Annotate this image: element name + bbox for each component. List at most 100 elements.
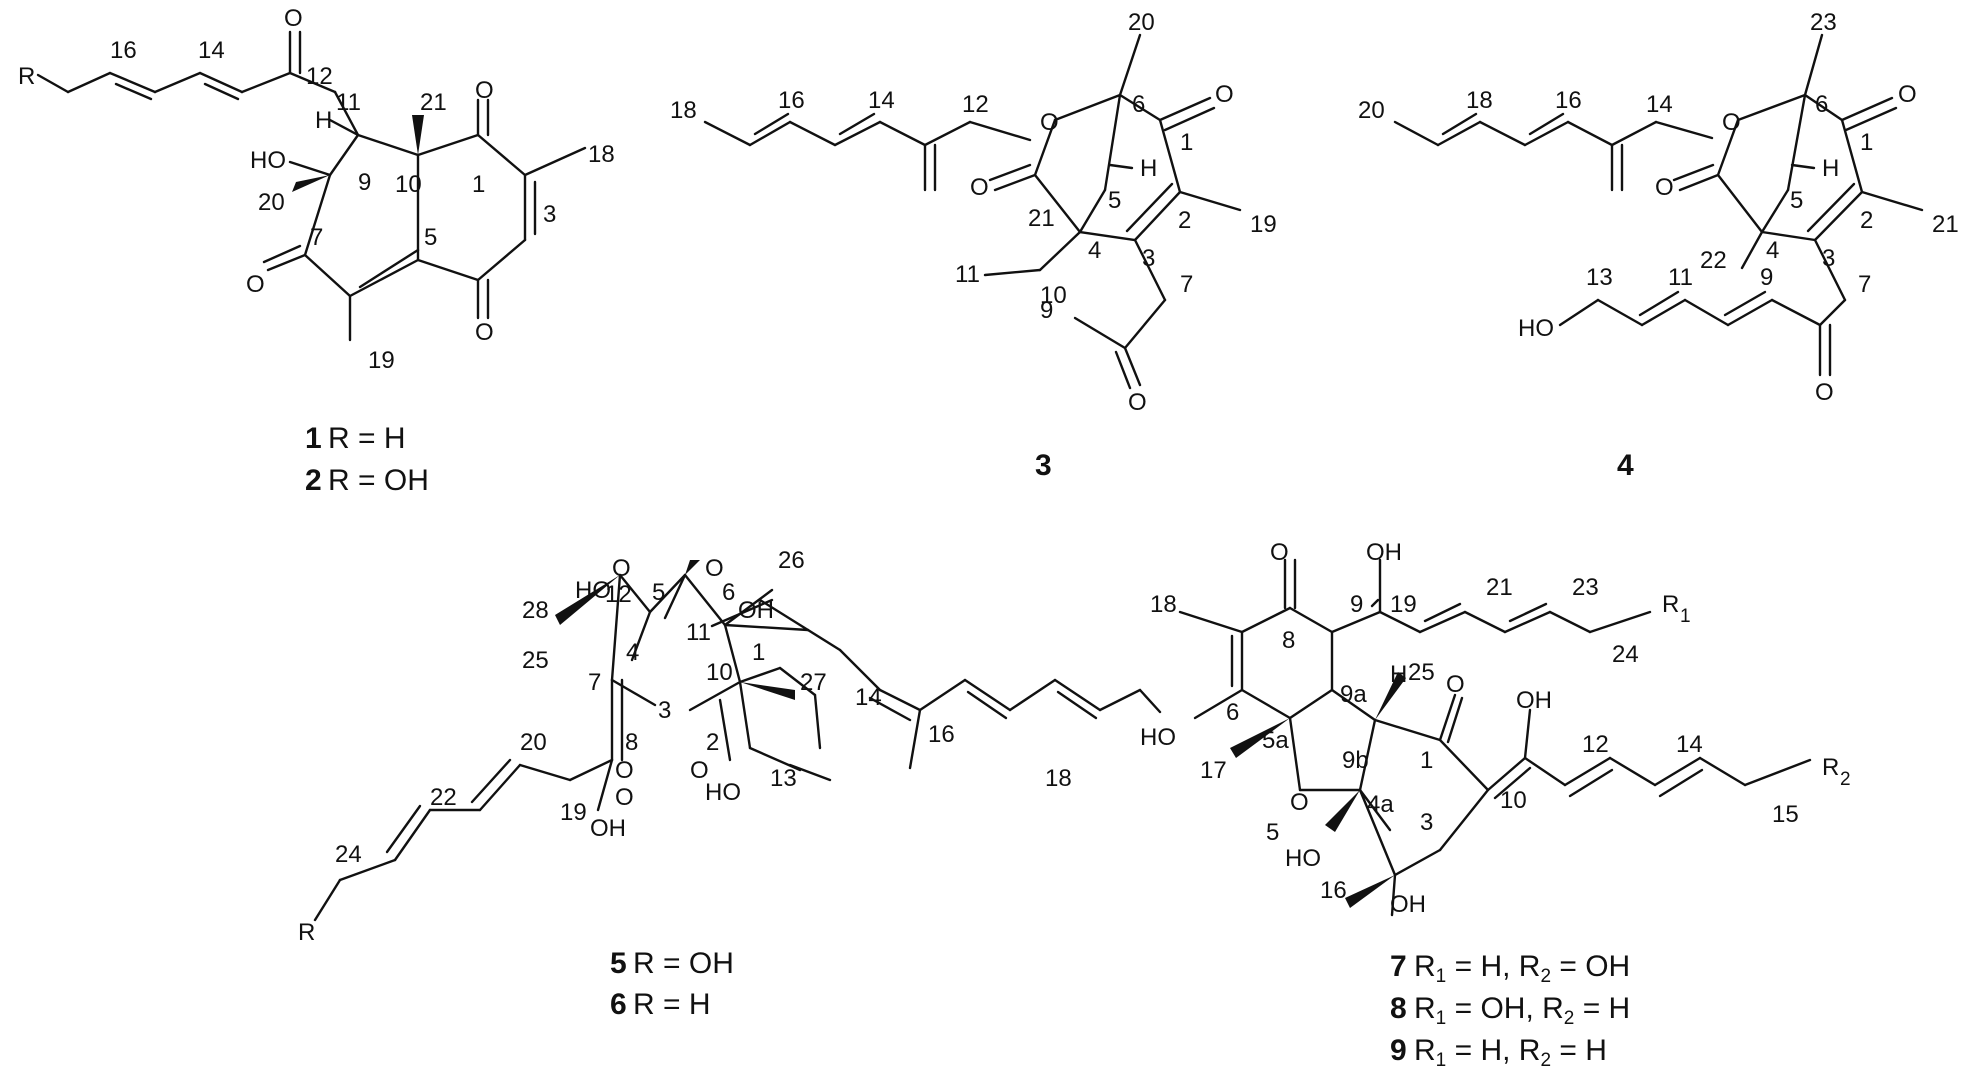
compound-caption-1: 1 R = H <box>305 422 406 455</box>
atom-label: 21 <box>1028 205 1055 232</box>
atom-label: 4 <box>1088 237 1101 264</box>
compound-caption-6: 6 R = H <box>610 988 711 1021</box>
atom-label: 3 <box>1420 809 1433 836</box>
atom-label: R <box>1662 591 1679 618</box>
atom-label: 2 <box>1178 207 1191 234</box>
atom-label: HO <box>575 577 611 604</box>
compound-caption-3: 3 <box>1035 449 1052 482</box>
atom-label: 10 <box>395 171 422 198</box>
structure-compound-1-2: R 16 14 O 12 11 21 O 18 H HO 9 20 10 1 3… <box>18 5 615 497</box>
atom-label: R <box>1822 754 1839 781</box>
compound-substituent: R1 = H, R2 = OH <box>1414 950 1630 987</box>
atom-label: 7 <box>1858 271 1871 298</box>
atom-label: 22 <box>1700 247 1727 274</box>
atom-label: 25 <box>1408 659 1435 686</box>
atom-label: 5 <box>1790 187 1803 214</box>
atom-label: OH <box>1516 687 1552 714</box>
atom-label: R <box>18 63 35 90</box>
compound-caption-7: 7 R1 = H, R2 = OH <box>1390 950 1630 987</box>
atom-label: 23 <box>1572 574 1599 601</box>
atom-label: OH <box>590 815 626 842</box>
atom-label: 9a <box>1340 681 1367 708</box>
atom-label: 17 <box>1200 757 1227 784</box>
compound-substituent: R = H <box>633 988 711 1021</box>
atom-label: 10 <box>1040 282 1067 309</box>
atom-label: 16 <box>1555 87 1582 114</box>
atom-label: 21 <box>420 89 447 116</box>
atom-label: 15 <box>1772 801 1799 828</box>
atom-label: 5a <box>1262 727 1289 754</box>
atom-label: O <box>1270 539 1289 566</box>
atom-label: 20 <box>1128 9 1155 36</box>
bonds-compound-4 <box>1393 33 1924 377</box>
atom-label: 6 <box>1132 91 1145 118</box>
structure-compound-4: 23 20 18 16 14 O 6 O 1 H O 5 2 21 22 4 3… <box>1358 9 1959 482</box>
atom-label: O <box>475 77 494 104</box>
atom-label: 3 <box>1822 245 1835 272</box>
atom-label: O <box>1215 81 1234 108</box>
atom-label: HO <box>1518 315 1554 342</box>
atom-label: O <box>615 784 634 811</box>
atom-label: 3 <box>1142 245 1155 272</box>
atom-label: O <box>1040 109 1059 136</box>
atom-label: HO <box>705 779 741 806</box>
atom-label: O <box>1722 109 1741 136</box>
compound-number: 7 <box>1390 950 1407 983</box>
atom-label: 16 <box>778 87 805 114</box>
atom-label: 8 <box>625 729 638 756</box>
atom-label: OH <box>1390 891 1426 918</box>
atom-label: 5 <box>1108 187 1121 214</box>
atom-label: 24 <box>335 841 362 868</box>
atom-label: 7 <box>588 669 601 696</box>
atom-label: OH <box>1366 539 1402 566</box>
compound-caption-9: 9 R1 = H, R2 = H <box>1390 1034 1607 1071</box>
compound-number: 5 <box>610 947 627 980</box>
atom-label: 14 <box>855 684 882 711</box>
atom-label: 21 <box>1486 574 1513 601</box>
atom-label: O <box>1898 81 1917 108</box>
atom-label: 3 <box>658 697 671 724</box>
atom-label: 11 <box>686 619 711 646</box>
atom-label: 16 <box>1320 877 1347 904</box>
atom-label: 19 <box>368 347 395 374</box>
atom-label: 5 <box>652 579 665 606</box>
compound-number: 3 <box>1035 449 1052 482</box>
atom-label: 6 <box>1815 91 1828 118</box>
atom-label: O <box>1446 671 1465 698</box>
compound-substituent: R1 = H, R2 = H <box>1414 1034 1607 1071</box>
compound-number: 9 <box>1390 1034 1407 1067</box>
structure-compound-3: 20 18 16 14 12 O 6 O 1 H O 21 5 2 19 4 3… <box>670 9 1277 482</box>
atom-label-subscript: 1 <box>1680 606 1691 627</box>
atom-label: 20 <box>520 729 547 756</box>
atom-label: 18 <box>1045 765 1072 792</box>
labels-compound-5-6: O O 26 HO 12 5 6 OH 28 11 4 1 25 7 10 27… <box>298 547 1072 946</box>
atom-label: 7 <box>1180 271 1193 298</box>
atom-label: 12 <box>1582 731 1609 758</box>
atom-label: HO <box>250 147 286 174</box>
atom-label: 12 <box>605 581 632 608</box>
atom-label: 2 <box>1860 207 1873 234</box>
atom-label: O <box>615 757 634 784</box>
atom-label: O <box>1290 789 1309 816</box>
atom-label: 9 <box>358 169 371 196</box>
bonds-compound-1-2 <box>36 30 587 342</box>
atom-label: O <box>284 5 303 32</box>
atom-label: 14 <box>1676 731 1703 758</box>
atom-label: HO <box>1140 724 1176 751</box>
atom-label: O <box>970 174 989 201</box>
atom-label: O <box>475 319 494 346</box>
atom-label: 28 <box>522 597 549 624</box>
labels-compound-4: 23 20 18 16 14 O 6 O 1 H O 5 2 21 22 4 3… <box>1358 9 1959 406</box>
atom-label: 1 <box>472 171 485 198</box>
atom-label: 5 <box>1266 819 1279 846</box>
atom-label: 6 <box>722 579 735 606</box>
atom-label: 16 <box>928 721 955 748</box>
atom-label: 2 <box>706 729 719 756</box>
structure-compound-7-9: O OH 9 19 21 23 18 8 R 1 24 H 9a 25 O OH… <box>1140 539 1851 1071</box>
atom-label: 11 <box>955 261 980 288</box>
atom-label-subscript: 2 <box>1840 769 1851 790</box>
atom-label: 12 <box>306 63 333 90</box>
atom-label: HO <box>1285 845 1321 872</box>
atom-label: 1 <box>1180 129 1193 156</box>
atom-label: R <box>298 919 315 946</box>
